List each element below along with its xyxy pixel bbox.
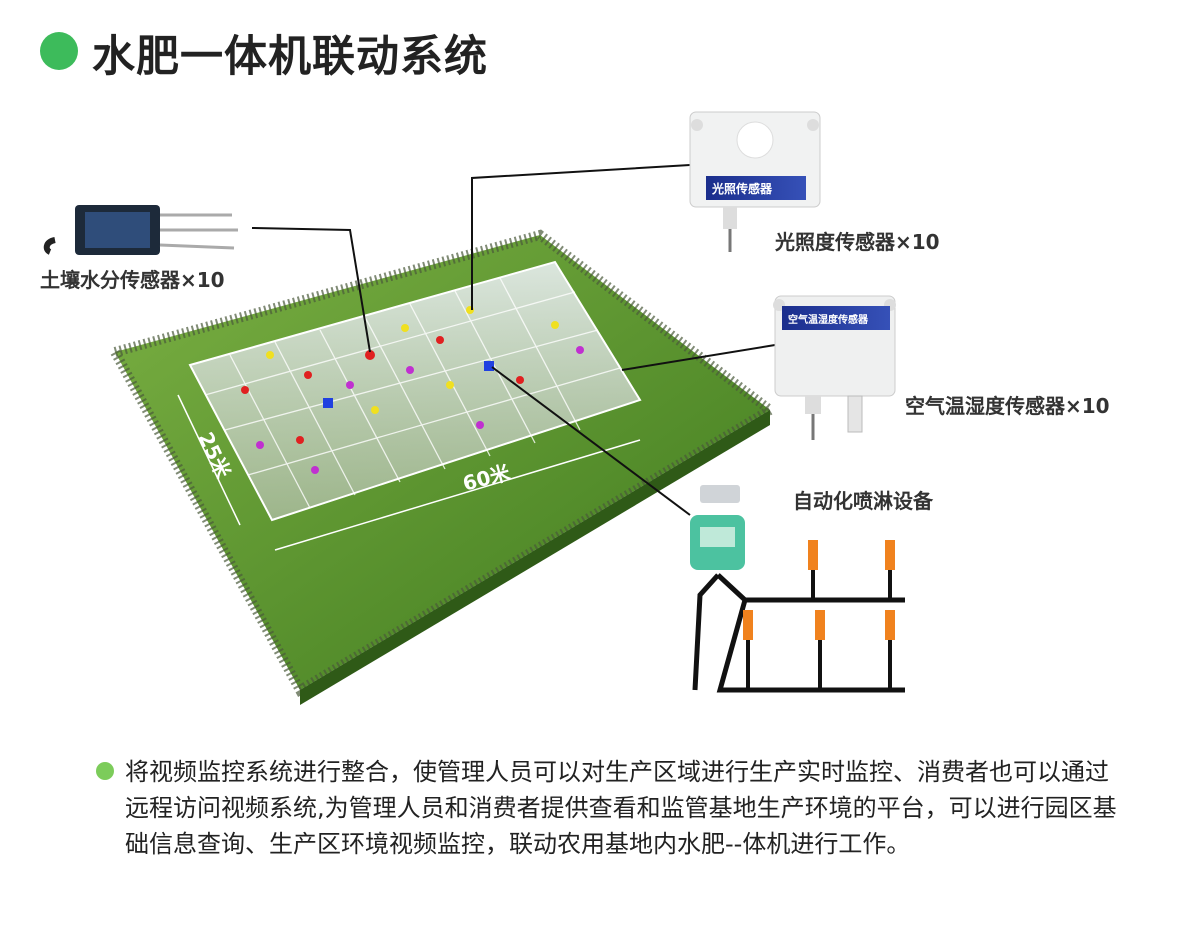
title-bullet-icon <box>40 32 78 70</box>
sensor-dots <box>241 306 584 474</box>
air-sensor-label: 空气温湿度传感器×10 <box>905 394 1110 418</box>
light-sensor-plate: 光照传感器 <box>706 176 806 200</box>
air-sensor-plate: 空气温湿度传感器 <box>782 306 890 330</box>
soil-sensor-label: 土壤水分传感器×10 <box>40 268 225 292</box>
soil-sensor-device <box>43 205 238 255</box>
greenhouse <box>177 260 642 551</box>
sprinkler-label: 自动化喷淋设备 <box>793 489 933 513</box>
description-text: 将视频监控系统进行整合，使管理人员可以对生产区域进行生产实时监控、消费者也可以通… <box>125 758 1117 858</box>
page-title: 水肥一体机联动系统 <box>92 32 488 82</box>
description-bullet-icon <box>96 762 114 780</box>
light-sensor-label: 光照度传感器×10 <box>775 230 940 254</box>
sprinkler-system <box>690 485 905 693</box>
air-sensor-plate-text: 空气温湿度传感器 <box>788 314 868 326</box>
connector-lines <box>251 164 776 516</box>
light-sensor-plate-text: 光照传感器 <box>712 181 773 196</box>
